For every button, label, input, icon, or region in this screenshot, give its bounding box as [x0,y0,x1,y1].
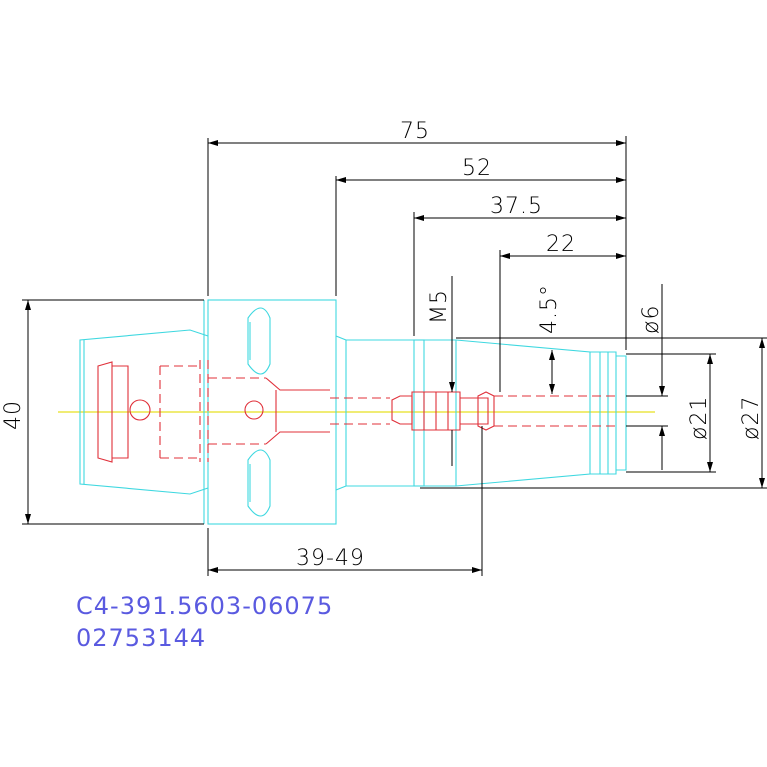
dim-39-49: 39-49 [296,546,365,571]
dim-52: 52 [462,156,492,181]
dim-75: 75 [400,119,430,144]
dim-taper-angle: 4.5° [537,284,562,334]
dimensions [22,136,767,576]
dim-dia-27: ø27 [739,396,764,440]
dim-dia-21: ø21 [687,396,712,440]
item-code: 02753144 [76,624,207,652]
dim-dia-6: ø6 [639,305,664,334]
hidden-detail [97,360,616,463]
dim-37-5: 37.5 [490,194,543,219]
dim-22: 22 [546,232,576,257]
dim-40: 40 [1,400,26,430]
tool-outline [79,299,627,525]
dim-m5: M5 [427,289,452,324]
part-number: C4-391.5603-06075 [76,592,334,620]
